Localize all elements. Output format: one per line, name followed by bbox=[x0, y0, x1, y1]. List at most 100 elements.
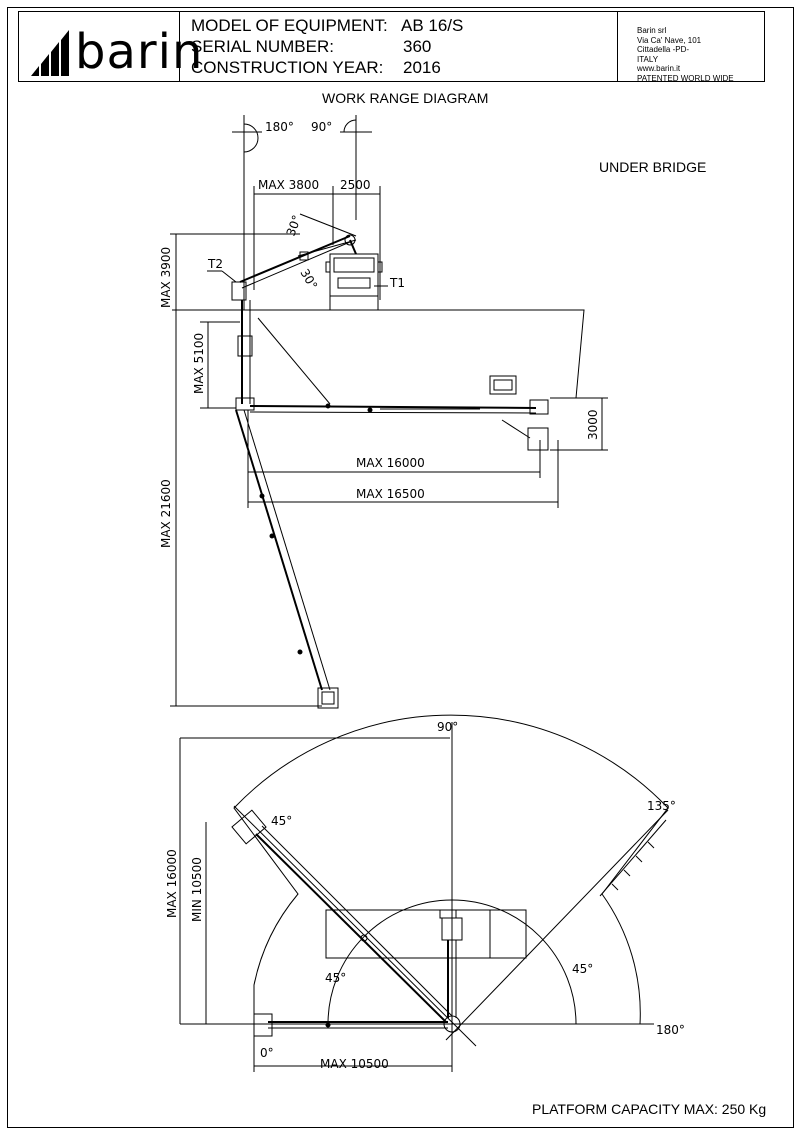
work-envelope bbox=[233, 714, 669, 1025]
inner-arc bbox=[327, 899, 577, 1025]
angle-90-label: 90° bbox=[311, 120, 332, 134]
rotation-90-arc bbox=[343, 119, 357, 133]
boom-pin bbox=[325, 403, 331, 409]
dim-3000-label: 3000 bbox=[586, 409, 600, 440]
hatch-tick bbox=[647, 841, 655, 849]
platform-arm bbox=[501, 419, 531, 439]
address-line: ITALY bbox=[637, 54, 659, 64]
model-label: MODEL OF EQUIPMENT: bbox=[191, 16, 388, 35]
hatch-tick bbox=[611, 883, 619, 891]
bridge-diagonal bbox=[257, 317, 331, 405]
max-16500-label: MAX 16500 bbox=[356, 487, 425, 501]
horizontal-boom bbox=[249, 411, 537, 414]
truck-grille bbox=[337, 277, 371, 289]
platform-joint bbox=[529, 399, 549, 415]
angle-45-right-label: 45° bbox=[572, 962, 593, 976]
vertical-boom-cylinder bbox=[237, 335, 253, 357]
top-view: 90° 135° 45° 45° 45° 180° 0° MAX 10500 M… bbox=[165, 714, 685, 1072]
boom-link bbox=[349, 239, 357, 255]
truck-cab bbox=[329, 253, 379, 311]
platform-basket bbox=[317, 687, 339, 709]
angle-reference-line bbox=[299, 213, 357, 237]
mode-label: UNDER BRIDGE bbox=[599, 159, 707, 175]
boom-pin bbox=[325, 1022, 331, 1028]
boom-pin bbox=[259, 493, 265, 499]
rotation-180-arc bbox=[243, 123, 259, 153]
year-label: CONSTRUCTION YEAR: bbox=[191, 58, 384, 77]
boom-pin bbox=[269, 533, 275, 539]
year-value: 2016 bbox=[403, 58, 441, 77]
boom-pin bbox=[360, 934, 368, 942]
title-block-divider bbox=[617, 12, 618, 81]
platform-basket-inner bbox=[321, 691, 335, 705]
serial-label: SERIAL NUMBER: bbox=[191, 37, 334, 56]
address-line: Cittadella -PD- bbox=[637, 45, 690, 55]
max-16000-label: MAX 16000 bbox=[165, 849, 179, 918]
truck-mirror bbox=[325, 261, 331, 273]
radial-line bbox=[233, 805, 477, 1047]
platform-basket-topview bbox=[441, 917, 463, 941]
diagonal-boom bbox=[243, 409, 331, 691]
address-line: Via Ca' Nave, 101 bbox=[637, 35, 702, 45]
barin-logo: barin bbox=[23, 18, 202, 78]
leader-line bbox=[221, 270, 237, 283]
title-block: barin MODEL OF EQUIPMENT: AB 16/S SERIAL… bbox=[18, 11, 765, 84]
min-10500-label: MIN 10500 bbox=[190, 857, 204, 922]
upper-boom bbox=[241, 241, 351, 289]
company-address: Barin srl Via Ca' Nave, 101 Cittadella -… bbox=[637, 26, 734, 84]
page-frame bbox=[7, 7, 794, 1128]
angle-180-label: 180° bbox=[656, 1023, 685, 1037]
platform-basket bbox=[489, 375, 517, 395]
title-block-divider bbox=[179, 12, 180, 81]
t2-label: T2 bbox=[207, 257, 223, 271]
hatch-tick bbox=[635, 855, 643, 863]
diagonal-boom bbox=[235, 409, 323, 691]
brand-wordmark: barin bbox=[75, 24, 204, 80]
platform-basket-inner bbox=[493, 379, 513, 391]
platform-basket bbox=[527, 427, 549, 451]
boom-joint bbox=[344, 234, 356, 246]
max-3900-label: MAX 3900 bbox=[159, 247, 173, 308]
envelope-edge bbox=[599, 819, 667, 897]
boom-45-topview bbox=[261, 825, 453, 1017]
boom-45-topview bbox=[255, 833, 447, 1023]
t1-label: T1 bbox=[389, 276, 405, 290]
radial-line bbox=[445, 809, 669, 1041]
diagram-title: WORK RANGE DIAGRAM bbox=[322, 90, 489, 106]
turret-topview bbox=[439, 909, 457, 919]
dim-2500-label: 2500 bbox=[340, 178, 371, 192]
address-line: www.barin.it bbox=[637, 64, 681, 74]
address-line: PATENTED WORLD WIDE bbox=[637, 73, 734, 83]
truck-mirror bbox=[377, 261, 383, 273]
angle-135-label: 135° bbox=[647, 799, 676, 813]
angle-45-left-label: 45° bbox=[325, 971, 346, 985]
truck-windshield bbox=[333, 257, 375, 273]
serial-value: 360 bbox=[403, 37, 432, 56]
angle-90-label: 90° bbox=[437, 720, 458, 734]
max-3800-label: MAX 3800 bbox=[258, 178, 319, 192]
max-10500-label: MAX 10500 bbox=[320, 1057, 389, 1071]
side-view: 180° 90° MAX 3800 2500 MAX 3900 30° 30° … bbox=[159, 115, 608, 709]
angle-30-bottom-label: 30° bbox=[297, 267, 320, 292]
angle-180-label: 180° bbox=[265, 120, 294, 134]
angle-30-top-label: 30° bbox=[284, 213, 304, 238]
truck-body-topview bbox=[325, 909, 527, 959]
platform-basket-topview bbox=[231, 809, 267, 845]
platform-capacity: PLATFORM CAPACITY MAX: 250 Kg bbox=[532, 1101, 767, 1117]
boom-pin bbox=[297, 649, 303, 655]
angle-45-platform-label: 45° bbox=[271, 814, 292, 828]
lower-joint bbox=[235, 397, 255, 411]
angle-0-label: 0° bbox=[260, 1046, 274, 1060]
horizontal-boom bbox=[249, 405, 537, 409]
model-value: AB 16/S bbox=[401, 16, 464, 35]
max-5100-label: MAX 5100 bbox=[192, 333, 206, 394]
upper-boom bbox=[239, 235, 351, 283]
hatch-tick bbox=[623, 869, 631, 877]
max-16000-label: MAX 16000 bbox=[356, 456, 425, 470]
boom-pin bbox=[367, 407, 373, 413]
slewing-ring bbox=[443, 1015, 461, 1033]
turret bbox=[231, 281, 247, 301]
boom-cylinder bbox=[299, 251, 309, 261]
platform-basket-topview bbox=[253, 1013, 273, 1037]
